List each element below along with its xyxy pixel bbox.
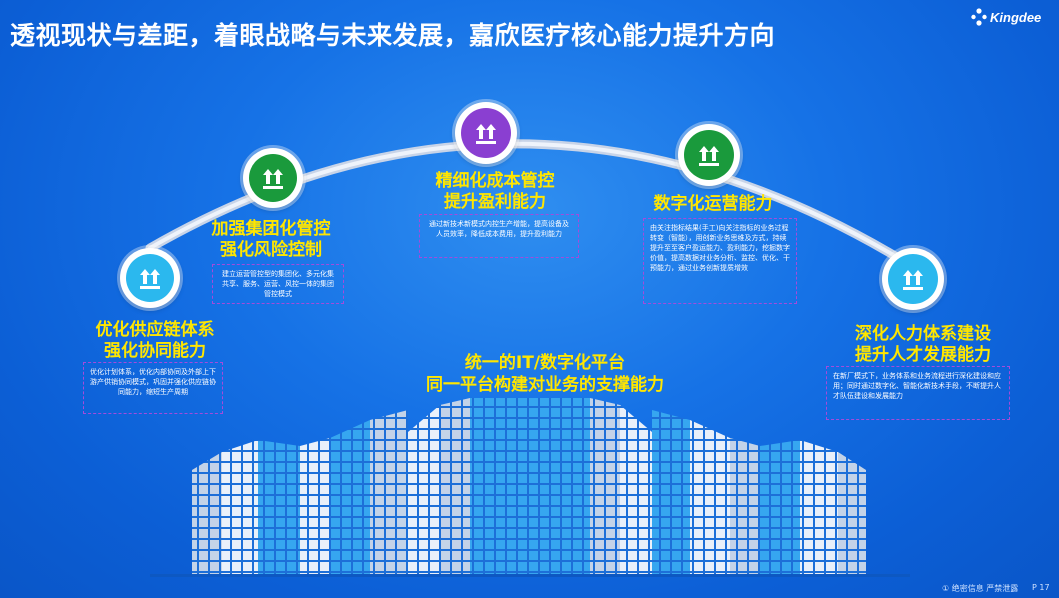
desc-cost-control: 通过新技术新模式内控生产增能，提高设备及人员效率，降低成本费用，提升盈利能力	[419, 214, 579, 258]
kingdee-logo: Kingdee	[970, 6, 1052, 30]
heading-supply-chain-line2: 强化协同能力	[104, 341, 206, 361]
heading-group-control: 加强集团化管控 强化风险控制	[196, 219, 346, 261]
upload-arrows-icon	[903, 270, 923, 290]
node-group-control	[243, 148, 303, 208]
upload-arrows-icon	[140, 269, 160, 289]
page-number: P 17	[1032, 583, 1050, 592]
node-digital-ops-circle	[684, 130, 734, 180]
node-cost-control-circle	[461, 108, 511, 158]
node-supply-chain	[120, 248, 180, 308]
node-digital-ops	[678, 124, 740, 186]
desc-group-control: 建立运营管控型的集团化、多元化集共享、服务、运营、风控一体的集团管控模式	[212, 264, 344, 304]
heading-hr-system: 深化人力体系建设 提升人才发展能力	[838, 324, 1008, 366]
node-cost-control	[455, 102, 517, 164]
upload-arrows-icon	[699, 146, 719, 166]
heading-supply-chain: 优化供应链体系 强化协同能力	[80, 320, 230, 362]
heading-cost-control-line2: 提升盈利能力	[444, 192, 546, 212]
heading-group-control-line1: 加强集团化管控	[211, 219, 331, 239]
confidential-notice: ① 绝密信息 严禁泄露	[942, 584, 1019, 593]
upload-arrows-icon	[263, 169, 283, 189]
node-hr-system-circle	[888, 254, 938, 304]
heading-digital-ops: 数字化运营能力	[638, 194, 788, 215]
platform-heading: 统一的IT/数字化平台 同一平台构建对业务的支撑能力	[395, 352, 695, 396]
platform-line1: 统一的IT/数字化平台	[464, 353, 626, 373]
heading-supply-chain-line1: 优化供应链体系	[95, 320, 215, 340]
platform-line2: 同一平台构建对业务的支撑能力	[426, 375, 664, 395]
heading-group-control-line2: 强化风险控制	[220, 240, 322, 260]
heading-hr-system-line1: 深化人力体系建设	[855, 324, 991, 344]
heading-cost-control: 精细化成本管控 提升盈利能力	[420, 171, 570, 213]
node-supply-chain-circle	[126, 254, 174, 302]
node-group-control-circle	[249, 154, 297, 202]
upload-arrows-icon	[476, 124, 496, 144]
desc-hr-system: 在新厂模式下，业务体系和业务流程进行深化建设和应用；同时通过数字化、智能化新技术…	[826, 366, 1010, 420]
heading-digital-ops-line1: 数字化运营能力	[653, 194, 773, 214]
node-hr-system	[882, 248, 944, 310]
heading-cost-control-line1: 精细化成本管控	[435, 171, 555, 191]
kingdee-logo-icon	[971, 8, 987, 26]
brand-name: Kingdee	[990, 10, 1042, 25]
desc-supply-chain: 优化计划体系，优化内部协同及外部上下游产供销协同模式，巩固并强化供应链协同能力，…	[83, 362, 223, 414]
heading-hr-system-line2: 提升人才发展能力	[855, 345, 991, 365]
desc-digital-ops: 由关注指标结果(手工)向关注指标的业务过程转变（智能），用创新业务思维及方式，持…	[643, 218, 797, 304]
page-title: 透视现状与差距，着眼战略与未来发展，嘉欣医疗核心能力提升方向	[10, 21, 776, 50]
